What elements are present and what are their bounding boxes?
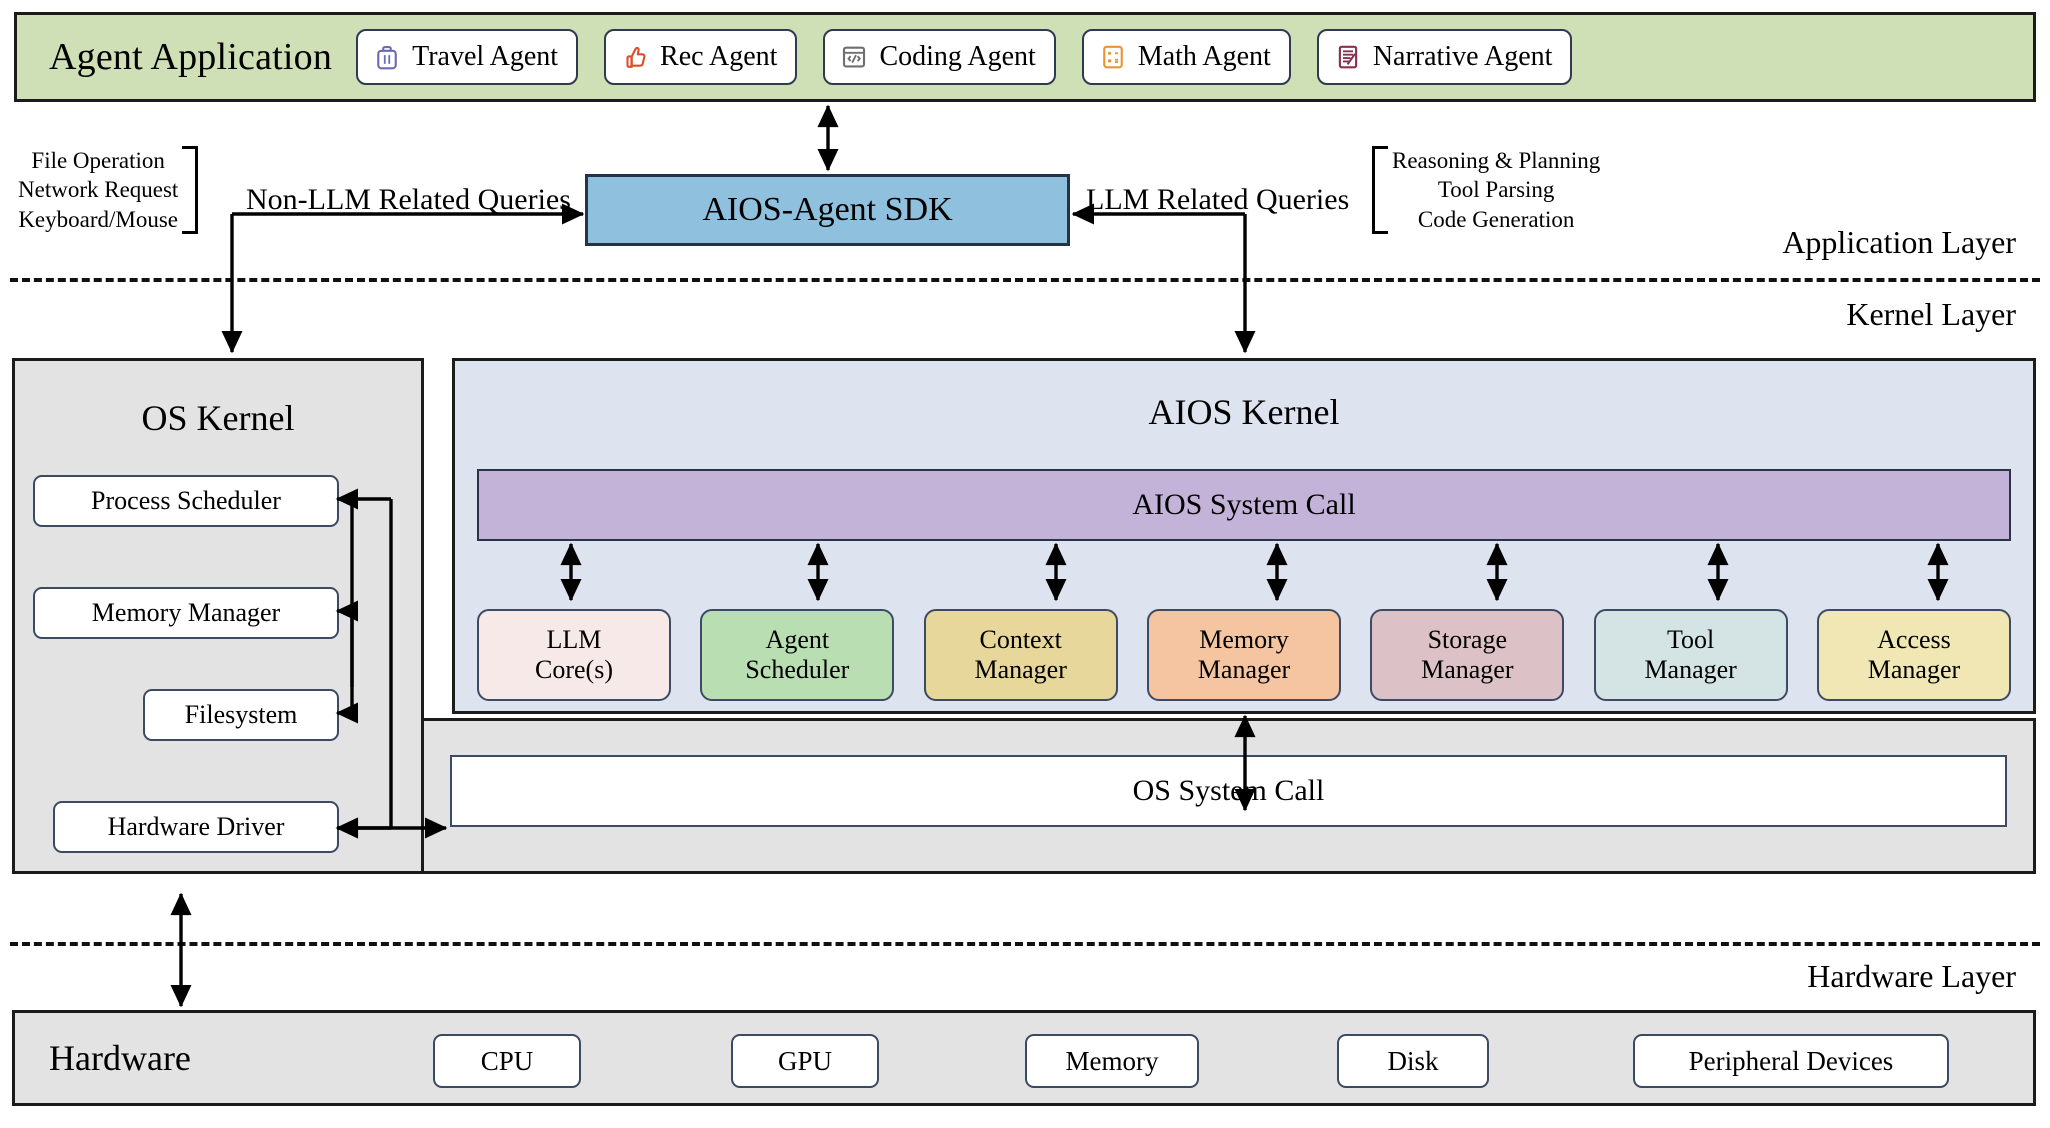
annotation-item: Code Generation	[1417, 206, 1575, 232]
agent-chip-coding[interactable]: Coding Agent	[823, 29, 1056, 85]
aios-module-storage-manager[interactable]: Storage Manager	[1370, 609, 1565, 701]
module-label-line1: Access	[1877, 624, 1951, 654]
aios-module-memory-manager[interactable]: Memory Manager	[1146, 609, 1341, 701]
os-system-call-bar: OS System Call	[450, 755, 2007, 827]
agent-chip-narrative[interactable]: Narrative Agent	[1316, 29, 1573, 85]
aios-module-llm-cores[interactable]: LLM Core(s)	[477, 609, 671, 701]
llm-query-items: Reasoning & Planning Tool Parsing Code G…	[1392, 146, 1600, 234]
llm-query-label: LLM Related Queries	[1086, 183, 1350, 216]
hardware-device-cpu[interactable]: CPU	[433, 1034, 581, 1088]
non-llm-query-items: File Operation Network Request Keyboard/…	[18, 146, 178, 234]
agent-chip-travel[interactable]: Travel Agent	[356, 29, 579, 85]
suitcase-icon	[377, 45, 397, 70]
module-label-line2: Manager	[1197, 655, 1291, 684]
os-system-call-label: OS System Call	[1132, 774, 1325, 807]
module-label-line1: Storage	[1427, 624, 1508, 654]
hardware-title: Hardware	[49, 1038, 191, 1078]
hardware-device-disk[interactable]: Disk	[1337, 1034, 1489, 1088]
non-llm-query-bracket: File Operation Network Request Keyboard/…	[18, 146, 199, 235]
layer-label-hardware: Hardware Layer	[1807, 958, 2016, 994]
divider-application-kernel	[10, 278, 2040, 282]
hardware-device-label: Memory	[1065, 1045, 1159, 1076]
os-module-label: Hardware Driver	[107, 812, 285, 841]
agent-chip-math[interactable]: Math Agent	[1081, 29, 1291, 85]
annotation-item: Tool Parsing	[1437, 177, 1555, 203]
agent-chip-rec[interactable]: Rec Agent	[604, 29, 798, 85]
module-label-line1: LLM	[546, 624, 602, 654]
annotation-item: File Operation	[31, 148, 165, 173]
non-llm-query-label: Non-LLM Related Queries	[246, 183, 571, 216]
aios-kernel-panel: AIOS Kernel AIOS System Call LLM Core(s)…	[452, 358, 2036, 714]
os-module-label: Memory Manager	[91, 598, 281, 627]
agent-chip-label: Narrative Agent	[1372, 41, 1553, 72]
os-module-process-scheduler[interactable]: Process Scheduler	[33, 475, 339, 527]
layer-label-application: Application Layer	[1782, 224, 2016, 260]
os-module-memory-manager[interactable]: Memory Manager	[33, 587, 339, 639]
os-system-call-container: OS System Call	[424, 718, 2036, 874]
thumbs-up-icon	[626, 46, 646, 68]
agent-chip-label: Math Agent	[1137, 41, 1271, 72]
agent-chip-label: Travel Agent	[412, 41, 559, 72]
module-label-line2: Manager	[1421, 655, 1514, 684]
aios-agent-sdk-label: AIOS-Agent SDK	[702, 191, 953, 228]
os-kernel-panel: OS Kernel Process Scheduler Memory Manag…	[12, 358, 424, 874]
calculator-icon	[1103, 45, 1123, 69]
aios-agent-sdk-box[interactable]: AIOS-Agent SDK	[585, 174, 1070, 246]
module-label-line1: Memory	[1199, 624, 1289, 654]
brace-right-icon	[182, 146, 199, 235]
agent-application-band: Agent Application Travel Agent Rec Agent	[14, 12, 2036, 102]
os-module-filesystem[interactable]: Filesystem	[143, 689, 339, 741]
document-pen-icon	[1338, 45, 1357, 69]
aios-module-context-manager[interactable]: Context Manager	[923, 609, 1118, 701]
agent-chip-label: Rec Agent	[660, 41, 778, 72]
module-label-line2: Manager	[974, 655, 1067, 684]
aios-module-access-manager[interactable]: Access Manager	[1816, 609, 2011, 701]
os-module-label: Process Scheduler	[91, 486, 281, 515]
module-label-line2: Core(s)	[535, 655, 613, 684]
module-label-line2: Manager	[1644, 655, 1737, 684]
module-label-line1: Agent	[765, 624, 830, 654]
hardware-band: Hardware CPU GPU Memory Disk Peripheral …	[12, 1010, 2036, 1106]
agent-application-title: Agent Application	[49, 36, 333, 78]
agent-chip-label: Coding Agent	[879, 41, 1036, 72]
os-module-hardware-driver[interactable]: Hardware Driver	[53, 801, 339, 853]
module-label-line1: Context	[979, 624, 1062, 654]
aios-module-agent-scheduler[interactable]: Agent Scheduler	[700, 609, 895, 701]
hardware-device-label: CPU	[480, 1045, 534, 1076]
layer-label-kernel: Kernel Layer	[1846, 296, 2016, 332]
code-window-icon	[843, 46, 866, 68]
hardware-device-label: Disk	[1387, 1045, 1439, 1076]
brace-left-icon	[1372, 146, 1388, 235]
hardware-device-label: GPU	[777, 1045, 832, 1076]
aios-system-call-bar: AIOS System Call	[477, 469, 2011, 541]
hardware-device-label: Peripheral Devices	[1688, 1045, 1894, 1076]
os-kernel-title: OS Kernel	[141, 398, 295, 438]
aios-kernel-title: AIOS Kernel	[1148, 392, 1340, 432]
hardware-device-memory[interactable]: Memory	[1025, 1034, 1199, 1088]
llm-query-bracket: Reasoning & Planning Tool Parsing Code G…	[1372, 146, 1600, 235]
aios-module-tool-manager[interactable]: Tool Manager	[1593, 609, 1788, 701]
hardware-device-peripheral[interactable]: Peripheral Devices	[1633, 1034, 1949, 1088]
os-module-label: Filesystem	[184, 700, 298, 729]
aios-module-row: LLM Core(s) Agent Scheduler Context Mana…	[477, 609, 2011, 701]
annotation-item: Network Request	[18, 177, 179, 203]
divider-kernel-hardware	[10, 942, 2040, 946]
module-label-line2: Scheduler	[745, 655, 850, 684]
module-label-line2: Manager	[1867, 655, 1961, 684]
annotation-item: Reasoning & Planning	[1392, 148, 1601, 173]
aios-system-call-label: AIOS System Call	[1132, 488, 1356, 521]
module-label-line1: Tool	[1666, 624, 1715, 654]
annotation-item: Keyboard/Mouse	[18, 206, 178, 232]
hardware-device-gpu[interactable]: GPU	[731, 1034, 879, 1088]
